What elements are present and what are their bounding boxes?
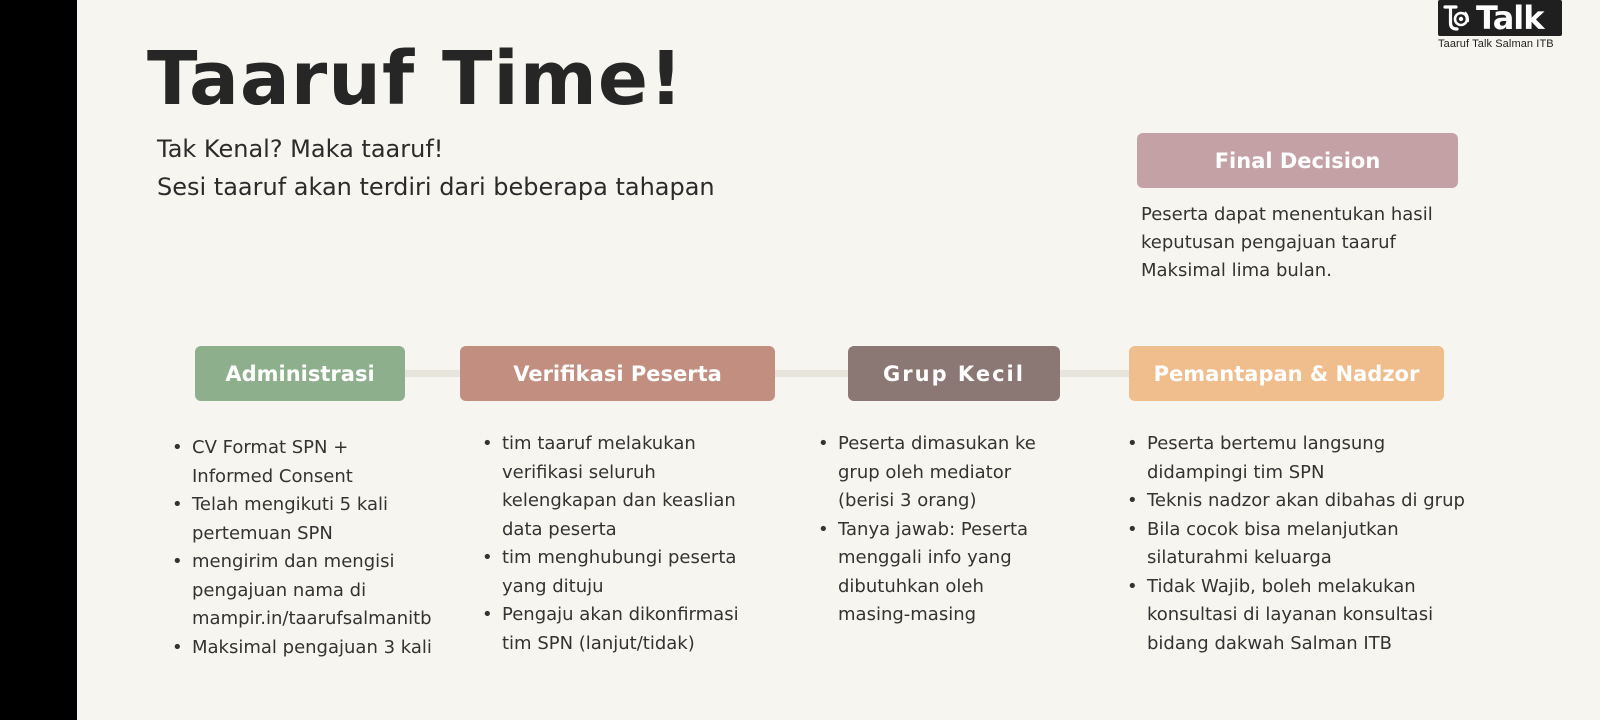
subtitle-line-1: Tak Kenal? Maka taaruf! <box>157 135 444 163</box>
logo-subtitle: Taaruf Talk Salman ITB <box>1438 38 1554 50</box>
grup-kecil-list: Peserta dimasukan ke grup oleh mediator … <box>815 430 1115 630</box>
list-item: Pengaju akan dikonfirmasi tim SPN (lanju… <box>479 601 799 658</box>
final-decision-text: Peserta dapat menentukan hasil keputusan… <box>1141 201 1433 285</box>
list-item: Teknis nadzor akan dibahas di grup <box>1124 487 1544 516</box>
list-item: tim taaruf melakukan verifikasi seluruh … <box>479 430 799 544</box>
list-item: Peserta bertemu langsung didampingi tim … <box>1124 430 1544 487</box>
stage-pemantapan-nadzor: Pemantapan & Nadzor <box>1129 346 1444 401</box>
final-decision-line: Maksimal lima bulan. <box>1141 260 1332 281</box>
list-item: Maksimal pengajuan 3 kali <box>169 634 489 663</box>
logo-badge: Talk <box>1438 0 1562 36</box>
taaruf-talk-logo: Talk Taaruf Talk Salman ITB <box>1438 0 1562 50</box>
timeline-connector <box>297 370 1397 377</box>
final-decision-label: Final Decision <box>1137 133 1458 188</box>
list-item: mengirim dan mengisi pengajuan nama di m… <box>169 548 489 634</box>
stage-verifikasi-peserta: Verifikasi Peserta <box>460 346 775 401</box>
stage-grup-kecil: Grup Kecil <box>848 346 1060 401</box>
subtitle: Tak Kenal? Maka taaruf! Sesi taaruf akan… <box>157 130 715 206</box>
list-item: CV Format SPN + Informed Consent <box>169 434 489 491</box>
taaruf-talk-logo-icon <box>1443 5 1470 31</box>
final-decision-line: keputusan pengajuan taaruf <box>1141 232 1396 253</box>
list-item: Tanya jawab: Peserta menggali info yang … <box>815 516 1115 630</box>
stage-administrasi: Administrasi <box>195 346 405 401</box>
list-item: Bila cocok bisa melanjutkan silaturahmi … <box>1124 516 1544 573</box>
list-item: Peserta dimasukan ke grup oleh mediator … <box>815 430 1115 516</box>
subtitle-line-2: Sesi taaruf akan terdiri dari beberapa t… <box>157 173 715 201</box>
administrasi-list: CV Format SPN + Informed Consent Telah m… <box>169 434 489 662</box>
slide: Talk Taaruf Talk Salman ITB Taaruf Time!… <box>77 0 1600 720</box>
page-title: Taaruf Time! <box>147 36 684 122</box>
final-decision-line: Peserta dapat menentukan hasil <box>1141 204 1433 225</box>
list-item: Tidak Wajib, boleh melakukan konsultasi … <box>1124 573 1544 659</box>
logo-word: Talk <box>1476 0 1545 37</box>
pemantapan-list: Peserta bertemu langsung didampingi tim … <box>1124 430 1544 658</box>
list-item: Telah mengikuti 5 kali pertemuan SPN <box>169 491 489 548</box>
verifikasi-list: tim taaruf melakukan verifikasi seluruh … <box>479 430 799 658</box>
list-item: tim menghubungi peserta yang dituju <box>479 544 799 601</box>
